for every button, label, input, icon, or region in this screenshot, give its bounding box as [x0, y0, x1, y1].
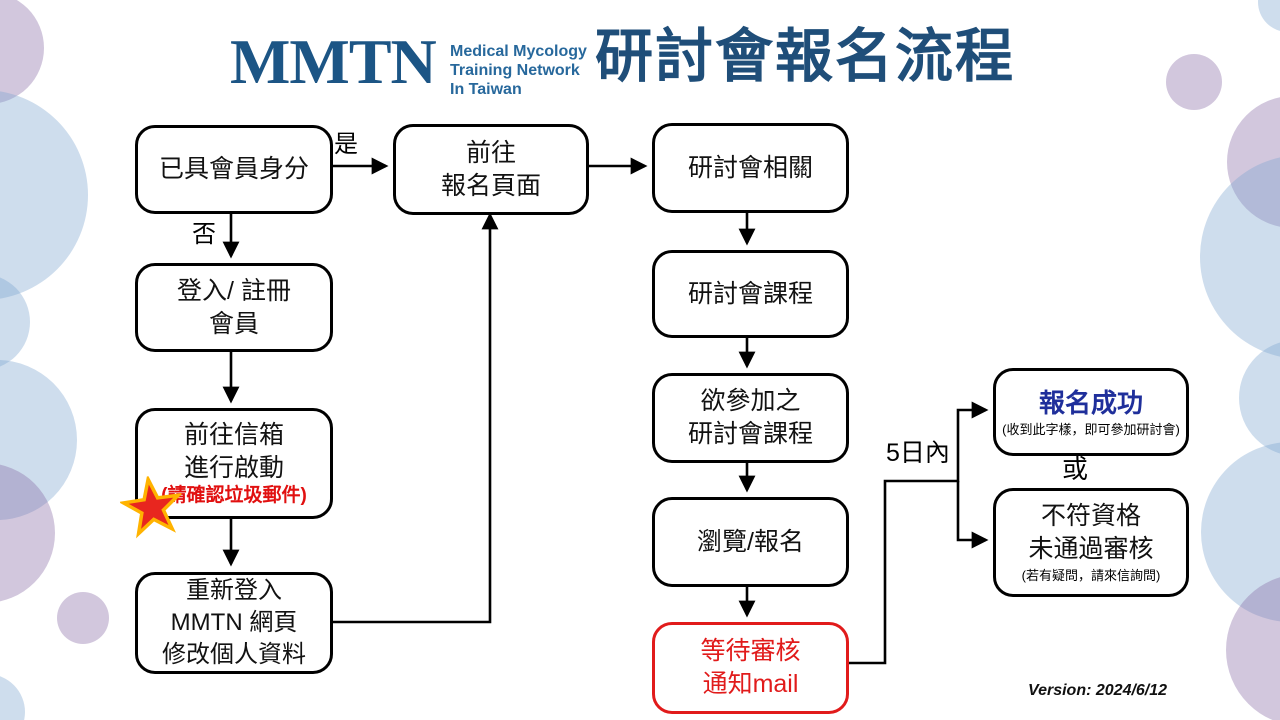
box-text: 通知mail	[702, 670, 799, 698]
decor-circle	[0, 0, 44, 104]
flow-box-login-register: 登入/ 註冊 會員	[135, 263, 333, 352]
flow-box-not-qualified: 不符資格 未通過審核 (若有疑問，請來信詢問)	[993, 488, 1189, 597]
flow-box-wait-review: 等待審核 通知mail	[652, 622, 849, 714]
mmtn-logo-subtitle: Medical Mycology Training Network In Tai…	[450, 43, 587, 100]
flow-box-goto-signup-page: 前往 報名頁面	[393, 124, 589, 215]
box-text: 未通過審核	[1028, 535, 1154, 564]
decor-circle	[1258, 0, 1280, 32]
decor-circle	[0, 90, 88, 300]
decor-circle	[1200, 155, 1280, 359]
logo-subtitle-line: Training Network	[450, 61, 580, 79]
decor-circle	[0, 674, 25, 720]
decor-circle	[1239, 340, 1280, 456]
box-note: (若有疑問，請來信詢問)	[1021, 568, 1161, 584]
logo-subtitle-line: In Taiwan	[450, 80, 522, 98]
box-note: (請確認垃圾郵件)	[161, 485, 307, 507]
box-text: 欲參加之	[700, 387, 801, 415]
flow-box-member-check: 已具會員身分	[135, 125, 333, 214]
flow-box-relogin: 重新登入 MMTN 網頁 修改個人資料	[135, 572, 333, 674]
flow-box-seminar-related: 研討會相關	[652, 123, 849, 213]
box-text: 報名成功	[1038, 387, 1143, 418]
box-text: 研討會課程	[687, 279, 813, 308]
box-text: 瀏覽/報名	[697, 527, 804, 556]
flow-box-browse-signup: 瀏覽/報名	[652, 497, 849, 587]
flow-box-course-to-join: 欲參加之 研討會課程	[652, 373, 849, 463]
box-text: 前往	[465, 138, 516, 167]
box-text: 已具會員身分	[158, 155, 309, 183]
decor-circle	[1166, 54, 1222, 110]
flow-box-seminar-course: 研討會課程	[652, 250, 849, 338]
box-note: (收到此字樣，即可參加研討會)	[1002, 422, 1180, 438]
box-text: 進行啟動	[183, 454, 284, 483]
box-text: 研討會課程	[687, 420, 813, 448]
box-text: 前往信箱	[183, 421, 284, 450]
box-text: MMTN 網頁	[170, 609, 298, 637]
decor-circle	[57, 592, 109, 644]
box-text: 登入/ 註冊	[177, 276, 291, 305]
star-icon	[118, 473, 184, 539]
label-no: 否	[192, 221, 216, 248]
version-text: Version: 2024/6/12	[1028, 682, 1168, 699]
flow-box-activate-mail: 前往信箱 進行啟動 (請確認垃圾郵件)	[135, 408, 333, 519]
box-text: 等待審核	[700, 637, 801, 665]
page-title: 研討會報名流程	[595, 24, 1016, 89]
box-text: 不符資格	[1040, 502, 1141, 531]
mmtn-logo: MMTN	[230, 26, 437, 97]
label-or: 或	[1062, 454, 1089, 484]
box-text: 研討會相關	[687, 153, 813, 182]
box-text: 報名頁面	[440, 171, 541, 200]
logo-subtitle-line: Medical Mycology	[450, 43, 587, 60]
label-yes: 是	[334, 131, 358, 158]
box-text: 會員	[208, 309, 259, 338]
flow-box-signup-success: 報名成功 (收到此字樣，即可參加研討會)	[993, 368, 1189, 456]
box-text: 修改個人資料	[162, 640, 306, 668]
label-within-5-days: 5日內	[886, 439, 950, 467]
box-text: 重新登入	[186, 577, 282, 605]
